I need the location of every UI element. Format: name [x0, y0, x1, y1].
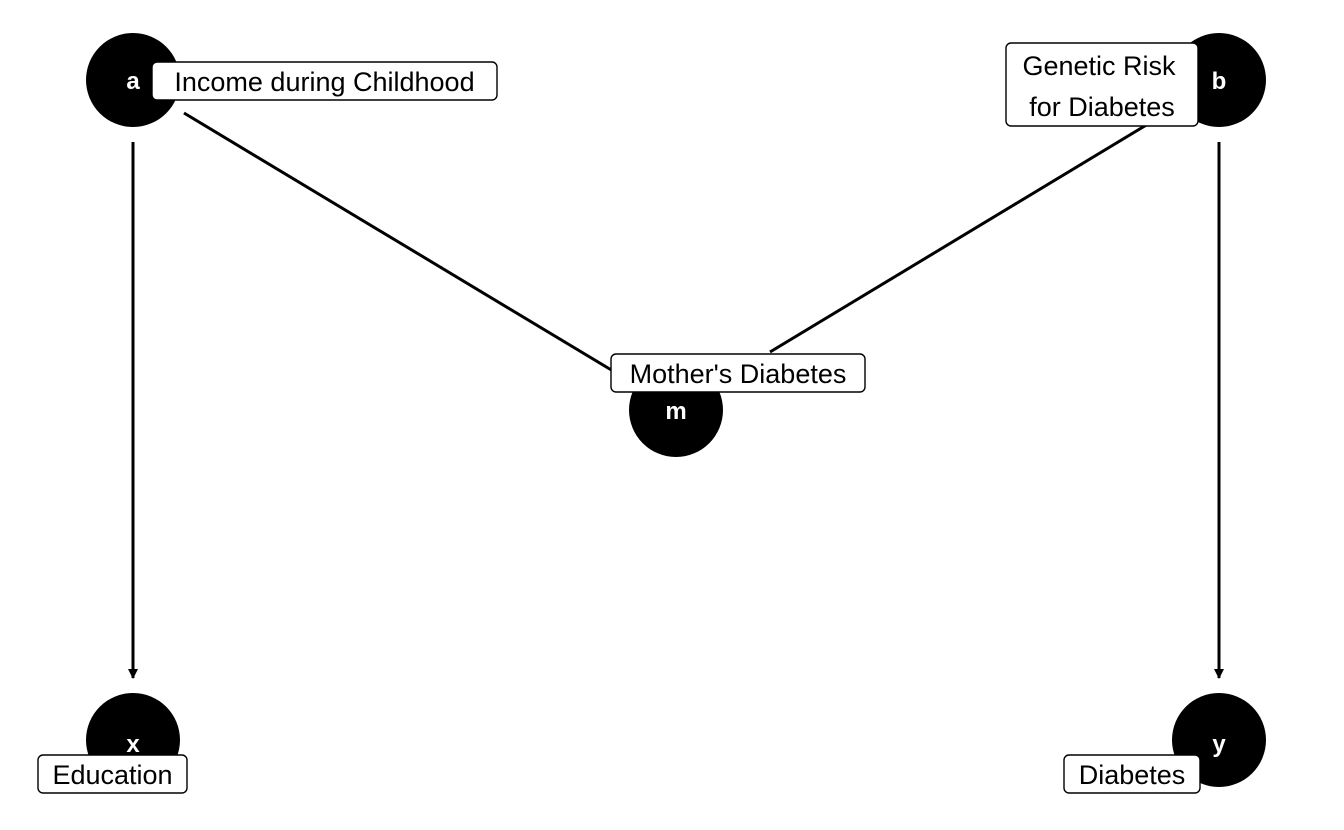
label-b-text-line-1: Genetic Risk — [1022, 51, 1176, 81]
edge-a-m — [183, 111, 629, 382]
node-a: a — [86, 33, 180, 127]
label-m-box — [610, 353, 866, 393]
node-a-letter: a — [126, 68, 140, 95]
label-x: Education — [37, 754, 188, 794]
node-x-letter: x — [126, 731, 140, 758]
node-y-letter: y — [1212, 731, 1226, 758]
node-m-letter: m — [665, 398, 686, 425]
label-y-text: Diabetes — [1079, 760, 1186, 790]
label-a-box — [151, 61, 498, 101]
label-m: Mother's Diabetes — [610, 353, 866, 393]
label-x-box — [37, 754, 188, 794]
label-b-box — [1005, 42, 1199, 127]
label-y: Diabetes — [1063, 754, 1201, 794]
label-a: Income during Childhood — [151, 61, 498, 101]
node-a-circle — [86, 33, 180, 127]
label-y-box — [1063, 754, 1201, 794]
label-m-text: Mother's Diabetes — [630, 359, 847, 389]
label-a-text: Income during Childhood — [174, 67, 474, 97]
edge-b-m — [769, 122, 1149, 354]
node-b-letter: b — [1212, 68, 1227, 95]
edges — [128, 111, 1224, 679]
label-b-text-line-2: for Diabetes — [1029, 92, 1175, 122]
label-b: Genetic Risk for Diabetes — [1005, 42, 1199, 127]
label-x-text: Education — [52, 760, 172, 790]
